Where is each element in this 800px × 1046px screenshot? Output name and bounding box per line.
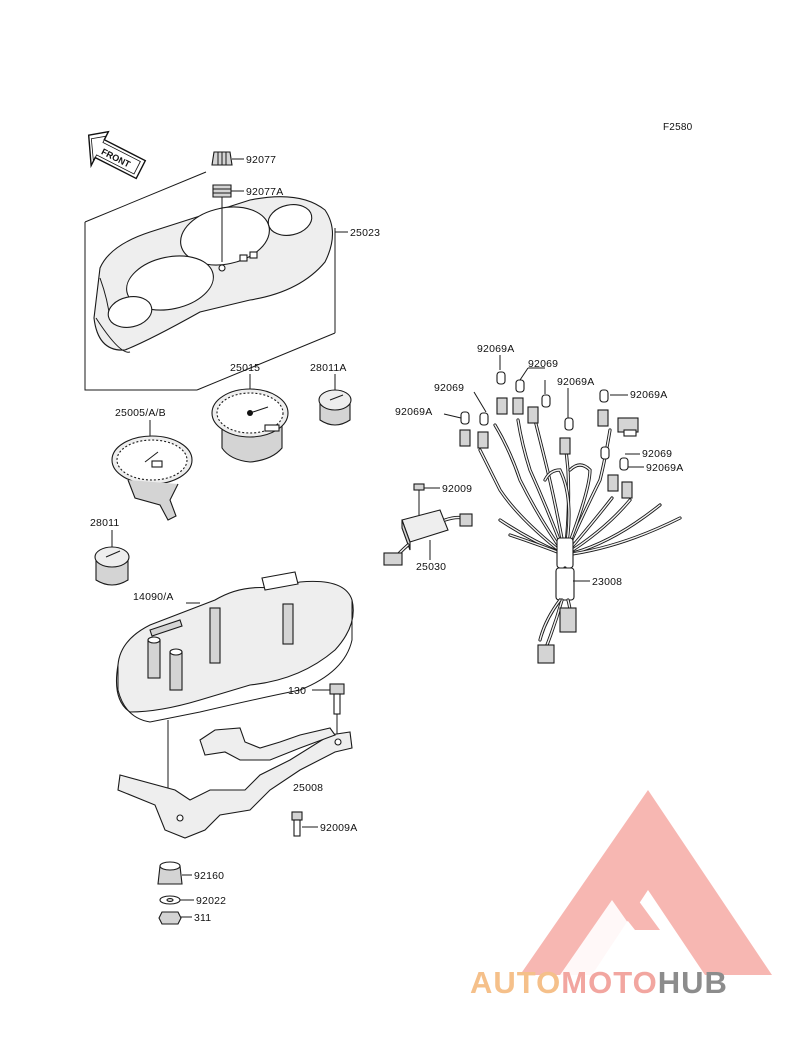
front-arrow: FRONT [87,130,147,180]
label-92009: 92009 [442,483,472,495]
bulb [460,371,629,471]
callout-lines [443,355,644,468]
label-92009A: 92009A [320,822,357,834]
label-92077A: 92077A [246,186,283,198]
label-92069A-1: 92069A [477,343,514,355]
washer-92022 [159,895,194,905]
label-130: 130 [288,685,306,697]
label-92069-1: 92069 [528,358,558,370]
watermark-text: AUTOMOTOHUB [470,965,728,1000]
screw-92009A [291,811,318,837]
wiring-harness-23008 [478,418,682,664]
label-92069A-2: 92069A [557,376,594,388]
label-92069-3: 92069 [642,448,672,460]
meter-25005 [111,420,193,521]
bracket-25008 [117,727,353,839]
meter-cover-assembly [84,171,336,391]
cover-window-tacho [126,255,214,311]
label-25005: 25005/A/B [115,407,166,419]
meter-case-14090 [115,571,354,790]
harness-connector [617,417,639,437]
label-92160: 92160 [194,870,224,882]
watermark-moto: MOTO [561,965,657,1000]
label-25030: 25030 [416,561,446,573]
grommet-92077A [212,184,244,262]
watermark-auto: AUTO [470,965,561,1000]
figure-code: F2580 [663,122,693,133]
damper-92160 [157,861,192,885]
meter-28011A [318,374,352,426]
label-28011: 28011 [90,517,119,529]
label-25008: 25008 [293,782,323,794]
label-23008: 23008 [592,576,622,588]
meter-25015 [211,374,289,463]
unit-25030 [383,509,473,566]
nut-311 [158,911,192,925]
bulb-socket [459,397,633,499]
bolt-130 [312,683,345,738]
label-25023: 25023 [350,227,380,239]
screw-92077 [211,151,244,166]
automotohub-watermark: AUTOMOTOHUB [470,790,772,1000]
screw-92009 [413,483,440,515]
meter-28011 [94,530,130,586]
label-92077: 92077 [246,154,276,166]
label-14090: 14090/A [133,591,174,603]
label-311: 311 [194,912,211,924]
label-25015: 25015 [230,362,260,374]
label-92069A-5: 92069A [646,462,683,474]
watermark-hub: HUB [658,965,728,1000]
cover-window-small-right [267,204,313,236]
label-92022: 92022 [196,895,226,907]
label-92069A-4: 92069A [395,406,432,418]
label-92069-2: 92069 [434,382,464,394]
watermark-triangle-logo [520,790,772,975]
label-28011A: 28011A [310,362,347,374]
label-92069A-3: 92069A [630,389,667,401]
cover-window-small-left [107,296,153,328]
